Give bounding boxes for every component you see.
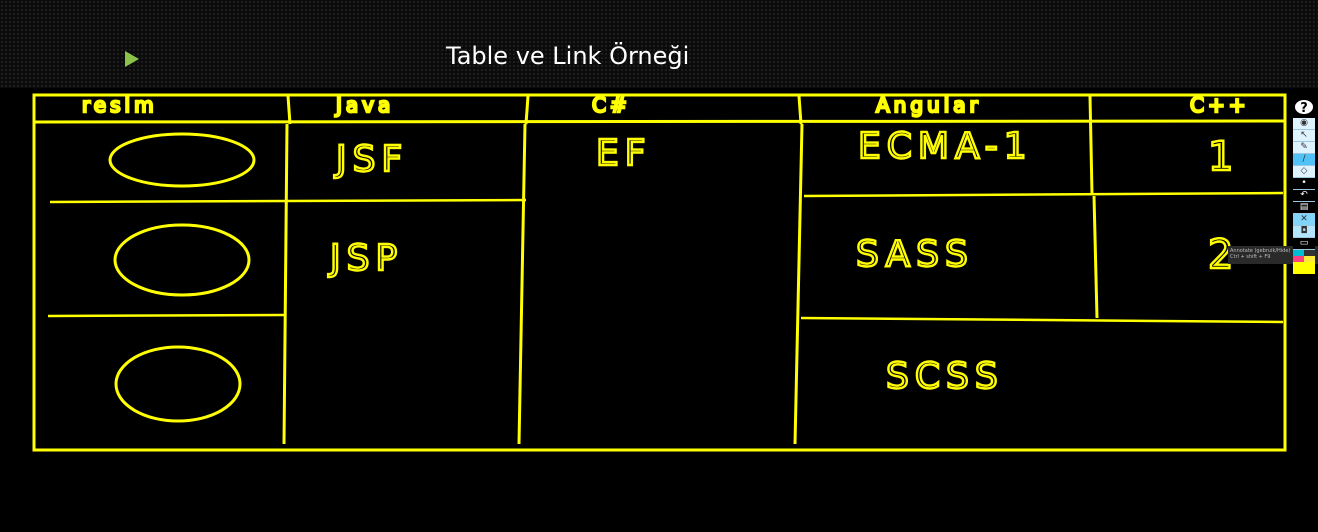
eraser-icon[interactable]: ◇ [1293, 166, 1315, 178]
highlighter-icon[interactable]: / [1293, 154, 1315, 166]
undo-icon[interactable]: ↶ [1293, 190, 1315, 202]
csharp-item-ef: EF [596, 133, 651, 174]
pointer-icon[interactable]: ↖ [1293, 130, 1315, 142]
clipboard-icon[interactable]: ▭ [1293, 238, 1315, 250]
bullet-icon [125, 51, 139, 67]
color-swatch-dark[interactable] [1304, 250, 1315, 256]
header-resim: resim [82, 93, 158, 117]
row-line-right-1 [803, 191, 1284, 198]
trash-icon[interactable]: ▤ [1293, 202, 1315, 214]
java-item-jsp: JSP [328, 238, 403, 279]
cpp-item-1: 1 [1208, 134, 1233, 180]
row-line-left-1 [49, 198, 527, 204]
slide-title: Table ve Link Örneği [446, 42, 690, 70]
header-separator [33, 119, 1286, 124]
annotation-toolbar: ? ◉ ↖ ✎ / ◇ • ↶ ▤ ✕ ◘ ▭ [1293, 98, 1315, 276]
color-swatch-cyan[interactable] [1293, 250, 1304, 256]
help-icon[interactable]: ? [1293, 98, 1315, 116]
angular-item-scss: SCSS [886, 356, 1004, 397]
image-placeholder-3 [114, 345, 242, 423]
java-item-jsf: JSF [334, 139, 408, 180]
column-line-1 [282, 95, 292, 445]
header-angular: Angular [876, 93, 982, 117]
dot-icon[interactable]: • [1293, 178, 1315, 190]
header-cpp: C++ [1190, 93, 1249, 117]
color-swatch-pink[interactable] [1293, 256, 1304, 262]
close-icon[interactable]: ✕ [1293, 214, 1315, 226]
row-line-left-2 [47, 313, 285, 318]
color-swatch-active[interactable] [1293, 262, 1315, 274]
angular-item-sass: SASS [856, 234, 974, 275]
table-outline [32, 93, 1287, 452]
header-java: Java [334, 93, 394, 117]
column-line-3 [793, 95, 804, 445]
column-line-4 [1088, 95, 1099, 319]
tooltip-line-1: Annotate (gebruik/Hide) [1230, 248, 1291, 254]
camera-icon[interactable]: ◘ [1293, 226, 1315, 238]
image-placeholder-1 [108, 132, 256, 188]
column-line-2 [517, 95, 530, 445]
row-line-right-2 [800, 316, 1284, 324]
slide-header: Table ve Link Örneği [0, 0, 1318, 88]
header-csharp: C# [592, 93, 631, 117]
tooltip-line-2: Ctrl + shift + F9 [1230, 254, 1271, 260]
angular-item-ecma: ECMA-1 [858, 126, 1033, 167]
image-placeholder-2 [113, 223, 251, 297]
eye-icon[interactable]: ◉ [1293, 118, 1315, 130]
pen-icon[interactable]: ✎ [1293, 142, 1315, 154]
color-swatch-yellow[interactable] [1304, 256, 1315, 262]
